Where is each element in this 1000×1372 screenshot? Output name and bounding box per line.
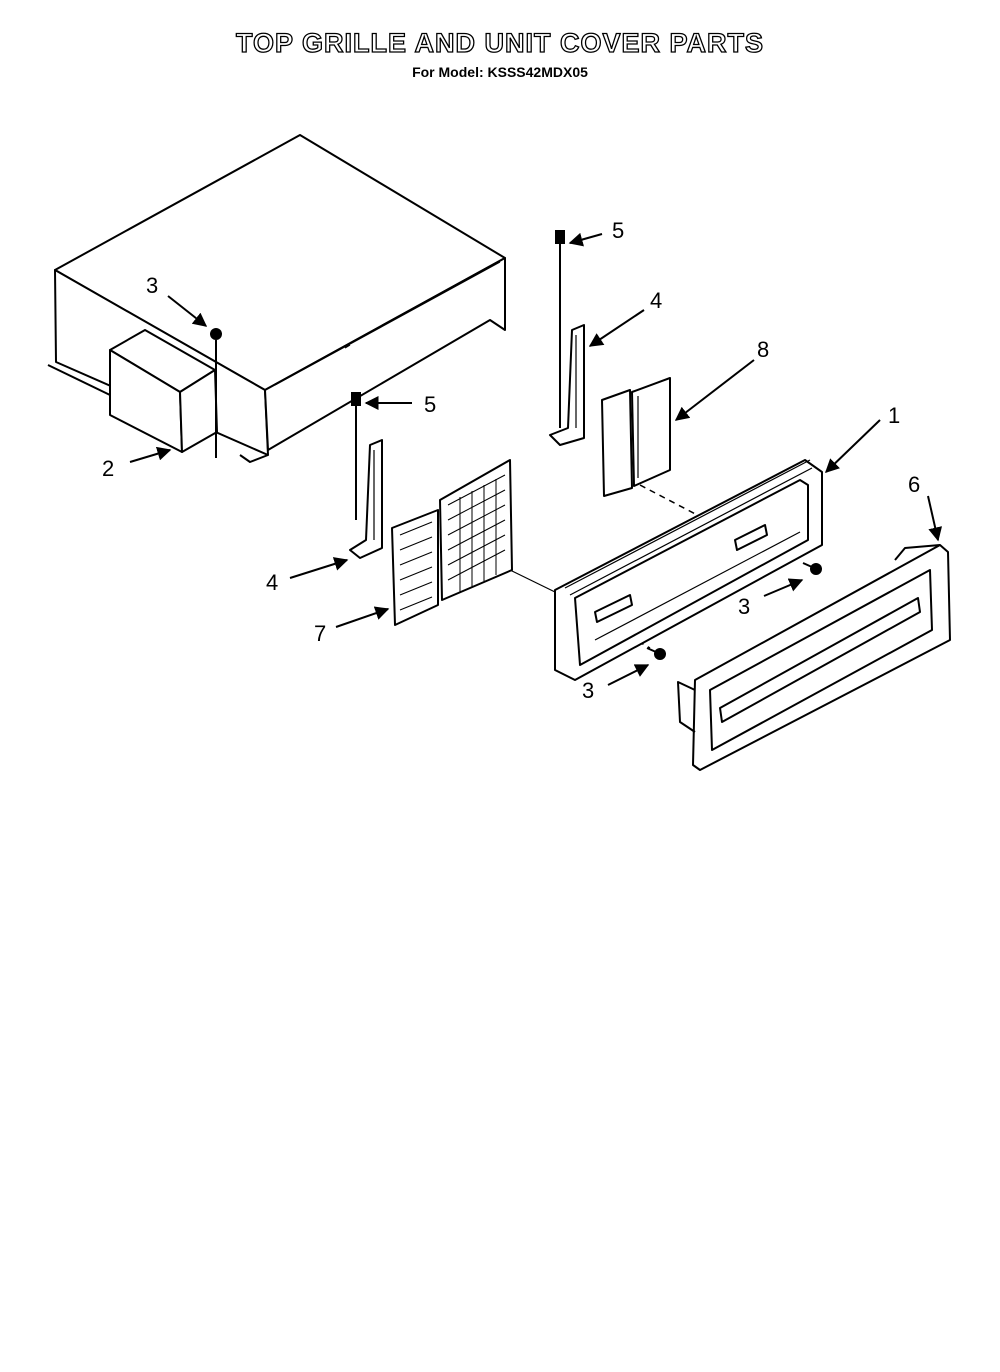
callout-6: 6	[908, 472, 920, 497]
part-3-screw-right	[802, 562, 822, 575]
part-5-screw-left	[351, 392, 361, 520]
part-1-frame	[554, 459, 823, 681]
part-4-bracket-right	[549, 324, 585, 446]
callout-arrows	[129, 232, 943, 686]
part-4-bracket-left	[349, 439, 383, 559]
part-6-top-grille	[677, 544, 951, 771]
part-3-screw-top	[210, 328, 222, 458]
model-subtitle: For Model: KSSS42MDX05	[412, 64, 588, 80]
page-title: TOP GRILLE AND UNIT COVER PARTS	[235, 27, 765, 58]
callout-3-top: 3	[146, 273, 158, 298]
callout-5-right: 5	[612, 218, 624, 243]
part-2-bracket	[109, 329, 218, 453]
callout-3-right: 3	[738, 594, 750, 619]
callout-4-left: 4	[266, 570, 278, 595]
callout-5-left: 5	[424, 392, 436, 417]
part-7-grille	[391, 459, 556, 626]
part-8-panel	[601, 377, 671, 497]
part-3-screw-bottom	[646, 647, 666, 660]
callout-7: 7	[314, 621, 326, 646]
part-5-screw-right	[555, 230, 565, 428]
callout-8: 8	[757, 337, 769, 362]
alignment-dashed-line	[639, 484, 746, 541]
callout-4-right: 4	[650, 288, 662, 313]
callout-2: 2	[102, 456, 114, 481]
callout-1: 1	[888, 403, 900, 428]
callout-3-bottom: 3	[582, 678, 594, 703]
